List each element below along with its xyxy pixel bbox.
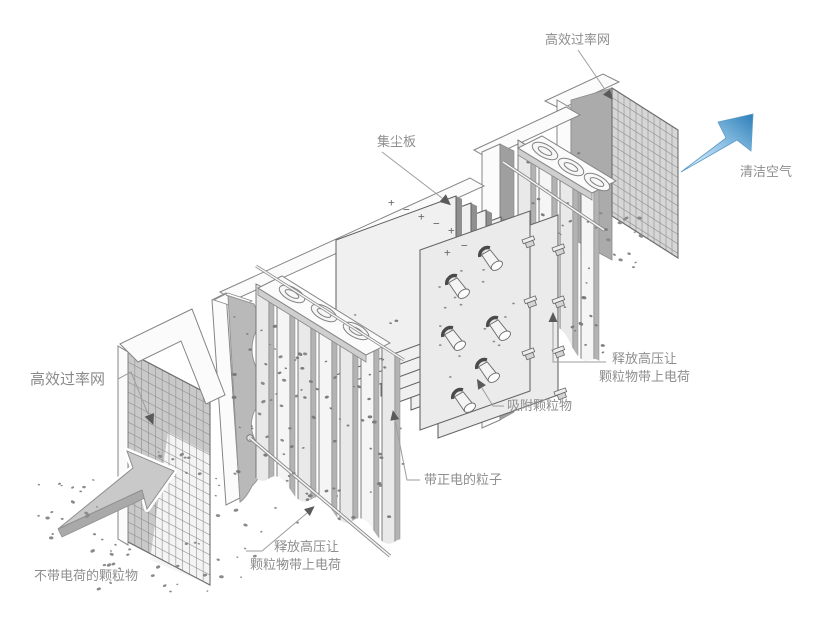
uncharged-particle-dots: [37, 479, 209, 593]
intake-air-arrow: [55, 448, 177, 538]
adsorbed-particle-icon: [478, 245, 503, 271]
plus-mark: +: [418, 210, 425, 223]
leader-arrowhead-icon: [548, 312, 558, 322]
label-clean-air: 清洁空气: [740, 164, 792, 179]
adsorbed-particle-icon: [441, 325, 466, 351]
leader-arrowhead-icon: [476, 378, 486, 390]
plate-clip-icon: [521, 235, 536, 249]
plate-dust-specks: [438, 252, 515, 379]
intake-filter-frame: [119, 308, 226, 405]
plate-charge-marks: +−+−+: [388, 196, 455, 237]
collector-plate-front: + −: [419, 210, 538, 431]
annotation-labels: 高效过率网 清洁空气 集尘板 高效过率网 释放高压让 颗粒物带上电荷 吸附颗粒物…: [30, 32, 792, 583]
uncharged-particle-dots: [157, 451, 202, 476]
annotation-leaders: [117, 49, 613, 552]
leader-positive: [394, 419, 420, 481]
stage1-torn-wall: [211, 292, 265, 506]
stage2-insulator-bar: [516, 135, 618, 201]
adsorbed-particle-funnels: [441, 245, 511, 413]
stage1-discharge-wire: [246, 434, 392, 558]
plate-clip-icon: [551, 345, 566, 359]
intake-hepa-filter: [117, 308, 226, 586]
plate-clip-icon: [553, 387, 568, 401]
plus-mark: +: [448, 224, 455, 237]
outlet-mesh-outline: [611, 86, 679, 260]
label-adsorb-particles: 吸附颗粒物: [507, 398, 572, 413]
minus-mark: −: [461, 239, 468, 252]
plate-clip-icon: [521, 347, 536, 361]
plate-clips: [521, 235, 538, 361]
charged-particle-dots: [214, 343, 308, 579]
leader-arrowhead-icon: [304, 506, 315, 517]
charged-particle-dots: [599, 212, 644, 269]
plus-mark: +: [388, 196, 395, 209]
plate-clip-icon: [551, 295, 566, 309]
plus-mark: +: [444, 246, 451, 259]
leader-hepa-left: [117, 371, 149, 415]
minus-mark: −: [403, 203, 410, 216]
label-hepa-filter-top: 高效过率网: [545, 32, 610, 47]
stage2-corona-wire: [502, 160, 605, 232]
plate-clips: [551, 243, 568, 401]
dust-collecting-plate-stack: +−+−+ + −: [218, 177, 568, 521]
clean-air-arrow-shape: [680, 113, 754, 173]
label-discharge-right-line1: 释放高压让: [612, 351, 677, 366]
leader-hepa-top: [577, 49, 607, 92]
leader-arrowhead-icon: [144, 412, 154, 426]
torn-wall-face: [225, 294, 265, 503]
label-dust-collecting-plate: 集尘板: [377, 134, 416, 149]
leader-arrowhead-icon: [439, 194, 451, 206]
label-discharge-right-line2: 颗粒物带上电荷: [599, 369, 690, 384]
clean-air-arrow: [680, 113, 754, 173]
adsorbed-particle-icon: [486, 315, 511, 341]
leader-adsorb: [481, 387, 504, 407]
label-positively-charged: 带正电的粒子: [424, 472, 502, 487]
label-uncharged-particles: 不带电荷的颗粒物: [34, 568, 138, 583]
leader-dust-plate: [381, 151, 443, 199]
label-discharge-bottom-line2: 颗粒物带上电荷: [250, 557, 341, 572]
minus-mark: −: [433, 217, 440, 230]
plate-clip-icon: [551, 243, 566, 257]
adsorbed-particle-icon: [451, 387, 476, 413]
stage1-corona-wire: [255, 264, 405, 362]
adsorbed-particle-icon: [445, 273, 470, 299]
leader-discharge-bottom: [246, 512, 308, 552]
leader-arrowhead-icon: [390, 410, 400, 421]
adsorbed-particle-icon: [475, 357, 500, 383]
label-hepa-filter-left: 高效过率网: [30, 371, 105, 388]
plate-clip-icon: [523, 295, 538, 309]
label-discharge-bottom-line1: 释放高压让: [274, 539, 339, 554]
leader-arrowhead-icon: [602, 89, 613, 100]
leader-discharge-right: [552, 322, 606, 363]
